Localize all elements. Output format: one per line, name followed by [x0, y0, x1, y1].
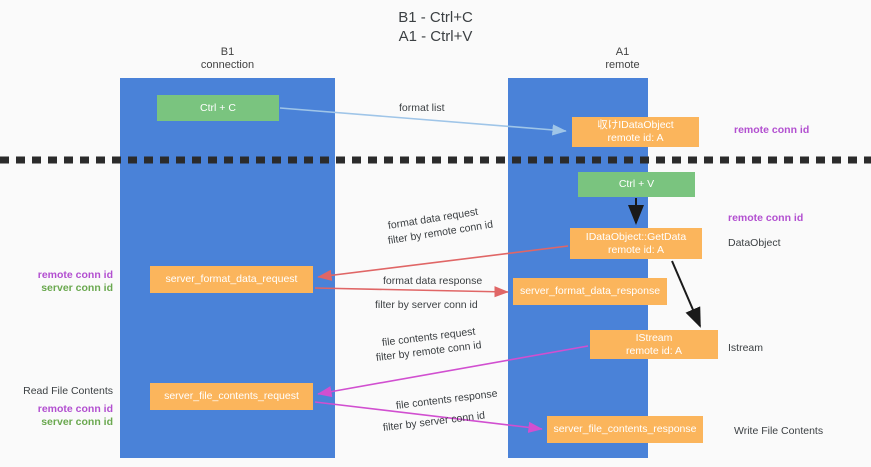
lane-header-b1-sub: connection: [200, 59, 255, 71]
node-server-format-data-response-label: server_format_data_response: [519, 285, 661, 297]
annotation-right-remote-conn-id-top: remote conn id: [734, 124, 810, 136]
annotation-left-remote-conn-id-bot: remote conn id: [37, 403, 113, 415]
annotation-left-server-conn-id-mid: server conn id: [41, 282, 113, 294]
node-istream-line2: remote id: A: [625, 344, 683, 357]
lane-header-b1: B1 connection: [150, 46, 305, 72]
node-idataobject-line2: remote id: A: [607, 132, 664, 144]
node-istream[interactable]: IStream remote id: A: [590, 330, 718, 359]
filter-by-text-3: filter by: [375, 347, 411, 364]
node-server-file-contents-request[interactable]: server_file_contents_request: [150, 383, 313, 410]
annotation-right-istream: Istream: [728, 342, 764, 354]
lane-header-a1: A1 remote: [545, 46, 700, 72]
node-getdata-line2: remote id: A: [607, 243, 665, 256]
node-server-format-data-request[interactable]: server_format_data_request: [150, 266, 313, 293]
edge-getdata-istream: [671, 260, 701, 328]
node-ctrl-c[interactable]: Ctrl + C: [157, 95, 279, 121]
node-server-file-contents-response-label: server_file_contents_response: [553, 423, 697, 435]
title-line-2: A1 - Ctrl+V: [398, 28, 473, 45]
filter-by-text-1: filter by: [387, 229, 423, 247]
annotation-left-read-file-contents: Read File Contents: [23, 385, 113, 397]
annotation-right-dataobject: DataObject: [728, 237, 781, 249]
title-line-1: B1 - Ctrl+C: [398, 9, 473, 26]
node-ctrl-c-label: Ctrl + C: [200, 101, 236, 114]
node-server-format-data-response[interactable]: server_format_data_response: [513, 278, 667, 305]
node-server-file-contents-request-label: server_file_contents_request: [164, 390, 299, 402]
filter-by-text-2: filter by: [375, 299, 409, 311]
node-idataobject-getdata[interactable]: IDataObject::GetData remote id: A: [570, 228, 702, 259]
node-server-format-data-request-label: server_format_data_request: [165, 273, 298, 285]
edge-label-format-data-response: format data response: [383, 275, 483, 287]
node-getdata-line1: IDataObject::GetData: [585, 230, 687, 243]
annotation-right-remote-conn-id-mid: remote conn id: [728, 212, 804, 224]
annotation-left-server-conn-id-bot: server conn id: [41, 416, 113, 428]
node-idataobject[interactable]: 収けIDataObject remote id: A: [572, 117, 699, 147]
lane-header-a1-name: A1: [615, 46, 630, 58]
node-idataobject-line1: 収けIDataObject: [597, 119, 674, 131]
filter-by-text-4: filter by: [382, 417, 418, 434]
edge-label-format-list: format list: [399, 102, 445, 114]
page-title: B1 - Ctrl+C A1 - Ctrl+V: [0, 8, 871, 46]
node-ctrl-v[interactable]: Ctrl + V: [578, 172, 695, 197]
edge-format-data-response: [314, 286, 509, 298]
edge-label-filter-server-conn-id-1: filter by server conn id: [375, 298, 478, 312]
server-conn-id-text-1: server conn id: [411, 299, 478, 311]
lane-header-a1-sub: remote: [605, 59, 640, 71]
annotation-right-write-file-contents: Write File Contents: [734, 425, 824, 437]
node-istream-line1: IStream: [635, 331, 673, 344]
node-server-file-contents-response[interactable]: server_file_contents_response: [547, 416, 703, 443]
node-ctrl-v-label: Ctrl + V: [618, 178, 655, 190]
lane-header-b1-name: B1: [220, 46, 235, 58]
annotation-left-remote-conn-id-mid: remote conn id: [37, 269, 113, 281]
server-conn-id-text-2: server conn id: [418, 409, 486, 430]
